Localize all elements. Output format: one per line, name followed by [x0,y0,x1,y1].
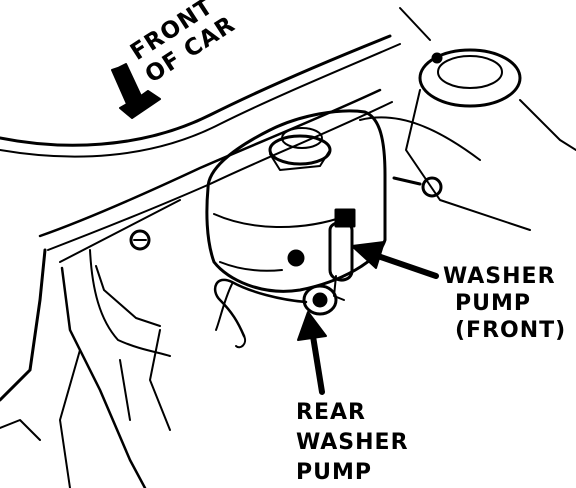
side-panel-outline [60,266,147,488]
rear-pump-pointer [297,311,327,341]
fender-edge-line [0,34,392,147]
washer-hose [215,283,233,331]
side-panel-outline [149,329,171,431]
mounting-bolt [129,229,151,251]
front-direction-arrow [111,63,161,119]
strut-tower [405,89,531,231]
strut-bolt [431,52,443,64]
front-washer-pump [328,221,354,282]
filler-cap [281,127,323,149]
rear-pump-pointer [309,327,325,395]
rear-washer-pump [312,292,328,308]
washer-pump-front-label-line: (FRONT) [455,318,567,343]
strut-tower [418,48,522,108]
washer-hose [235,335,246,349]
side-panel-outline [119,359,131,421]
fender-lip-line [38,88,382,238]
strut-tower [519,99,576,151]
front-pump-pointer [351,241,385,269]
washer-reservoir-seam [219,261,283,272]
strut-tower [399,7,431,41]
filler-cap [269,149,331,171]
fender-inner-line [59,199,181,263]
front-pump-pointer [369,251,439,279]
fender-lip-line [47,101,393,251]
side-panel-outline [95,265,161,327]
strut-tower [437,55,503,89]
washer-reservoir [205,109,387,293]
rear-washer-pump-label-line: PUMP [296,460,373,485]
washer-pump-front-label-line: PUMP [455,291,532,316]
fender-edge-line [0,43,401,158]
mounting-bolt [421,176,443,198]
mounting-bolt [287,249,305,267]
rear-washer-pump-label-line: WASHER [296,430,409,455]
rear-washer-pump-label-line: REAR [296,400,366,425]
side-panel-outline [59,349,81,488]
washer-pump-front-label: WASHER PUMP (FRONT) [443,263,566,344]
washer-hose [213,278,308,338]
washer-pump-front-label-line: WASHER [443,264,556,289]
front-washer-pump [334,208,356,228]
rear-washer-pump-label: REAR WASHER PUMP [296,398,409,488]
washer-reservoir-seam [213,213,347,228]
mounting-bolt [392,176,422,186]
side-panel-outline [0,419,41,441]
rear-washer-pump [302,284,338,316]
side-panel-outline [0,248,47,402]
